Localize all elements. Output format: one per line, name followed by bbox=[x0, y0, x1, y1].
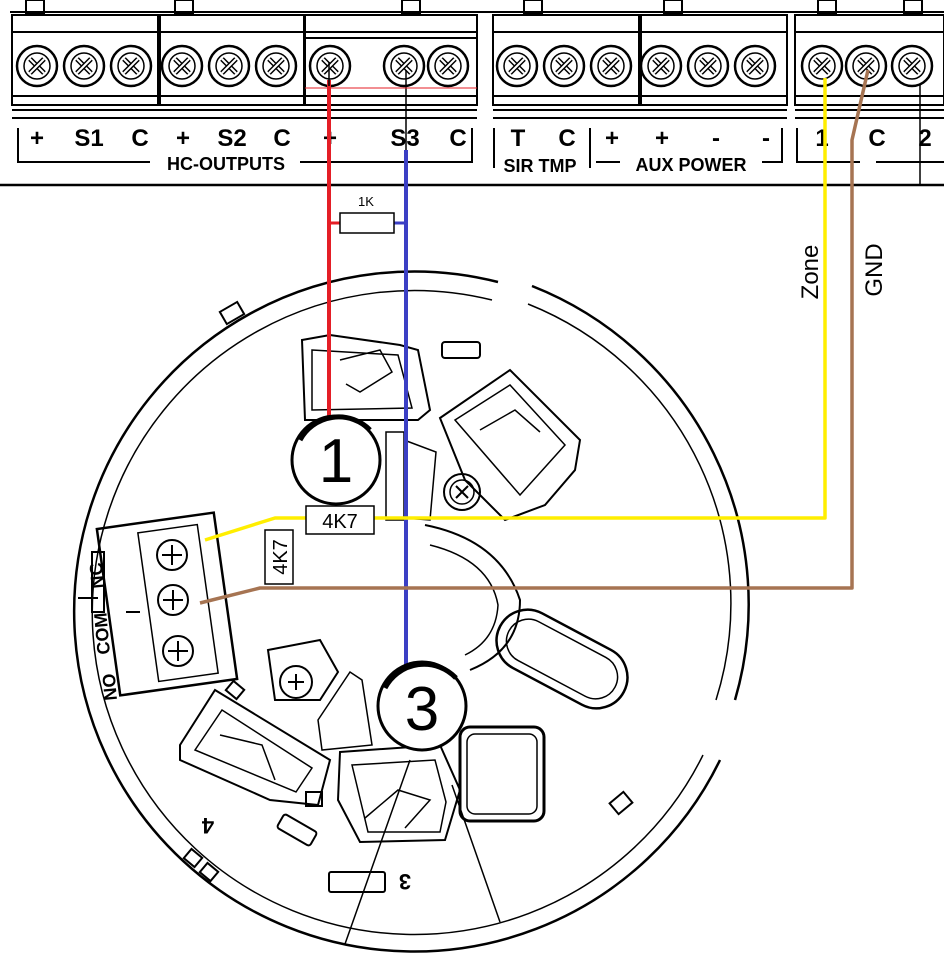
terminal-label: S3 bbox=[390, 125, 419, 152]
resistor-1k-label: 1K bbox=[358, 194, 374, 209]
terminal-screw-icon bbox=[254, 44, 298, 88]
terminal-screws bbox=[15, 44, 934, 88]
relay-label-com: COM bbox=[90, 612, 114, 656]
resistor-4k7-a: 4K7 bbox=[305, 505, 375, 535]
terminal-label: 2 bbox=[918, 125, 931, 152]
resistor-4k7-a-body bbox=[305, 505, 375, 535]
wire-label-zone: Zone bbox=[797, 245, 824, 300]
group-label-bg bbox=[622, 153, 760, 173]
group-label-hc-outputs: HC-OUTPUTS bbox=[167, 154, 285, 174]
wire-brown bbox=[199, 69, 870, 605]
terminal-screw-icon bbox=[308, 44, 352, 88]
base-marker-3: 3 bbox=[399, 869, 411, 894]
group-label-sir-tmp: SIR TMP bbox=[503, 156, 576, 176]
terminal-label: + bbox=[30, 125, 44, 152]
wire-yellow bbox=[204, 78, 827, 542]
terminal-screw-icon bbox=[639, 44, 683, 88]
terminal-screw-icon bbox=[542, 44, 586, 88]
terminal-screw-icon bbox=[109, 44, 153, 88]
resistor-4k7-b-body bbox=[264, 529, 294, 585]
terminal-screw-icon bbox=[589, 44, 633, 88]
base-terminal-3: 3 bbox=[376, 660, 468, 752]
terminal-label: + bbox=[176, 125, 190, 152]
resistor-4k7-a-label: 4K7 bbox=[322, 511, 358, 533]
terminal-label: C bbox=[273, 125, 290, 152]
resistor-1k: 1K bbox=[339, 194, 395, 234]
terminal-screw-icon bbox=[15, 44, 59, 88]
terminal-label: C bbox=[131, 125, 148, 152]
terminal-screw-icon bbox=[733, 44, 777, 88]
base-marker-4: 4 bbox=[201, 813, 214, 838]
terminal-label: C bbox=[558, 125, 575, 152]
terminal-screw-icon bbox=[800, 44, 844, 88]
terminal-label: + bbox=[605, 125, 619, 152]
terminal-screw-icon bbox=[890, 44, 934, 88]
relay-label-nc: NC bbox=[86, 562, 108, 590]
wires bbox=[199, 69, 870, 675]
group-label-bg bbox=[152, 153, 298, 173]
terminal-label: + bbox=[655, 125, 669, 152]
terminal-screw-icon bbox=[844, 44, 888, 88]
terminal-label: - bbox=[712, 125, 720, 152]
relay-label-no: NO bbox=[99, 673, 121, 702]
terminal-screw-icon bbox=[382, 44, 426, 88]
terminal-label: S2 bbox=[217, 125, 246, 152]
base-terminal-1-label: 1 bbox=[319, 427, 353, 496]
terminal-screw-icon bbox=[426, 44, 470, 88]
resistor-1k-body bbox=[339, 212, 395, 234]
terminal-screw-icon bbox=[62, 44, 106, 88]
terminal-label: C bbox=[868, 125, 885, 152]
terminal-labels: + S1 C + S2 C + S3 C T C + + - - 1 C 2 bbox=[30, 125, 932, 152]
terminal-panel bbox=[0, 0, 944, 187]
terminal-screw-icon bbox=[495, 44, 539, 88]
terminal-label: - bbox=[762, 125, 770, 152]
terminal-screw-icon bbox=[160, 44, 204, 88]
terminal-screw-icon bbox=[686, 44, 730, 88]
terminal-screw-icon bbox=[207, 44, 251, 88]
terminal-label: T bbox=[511, 125, 526, 152]
relay-labels: NO COM NC bbox=[86, 562, 121, 702]
terminal-label: S1 bbox=[74, 125, 103, 152]
resistor-4k7-b: 4K7 bbox=[264, 529, 294, 585]
group-label-aux-power: AUX POWER bbox=[635, 155, 746, 175]
terminal-label: C bbox=[449, 125, 466, 152]
base-terminal-3-label: 3 bbox=[405, 675, 439, 744]
resistor-4k7-b-label: 4K7 bbox=[270, 539, 292, 575]
wire-label-gnd: GND bbox=[861, 243, 888, 296]
base-terminal-1: 1 bbox=[290, 414, 382, 506]
detector-base bbox=[72, 270, 750, 953]
